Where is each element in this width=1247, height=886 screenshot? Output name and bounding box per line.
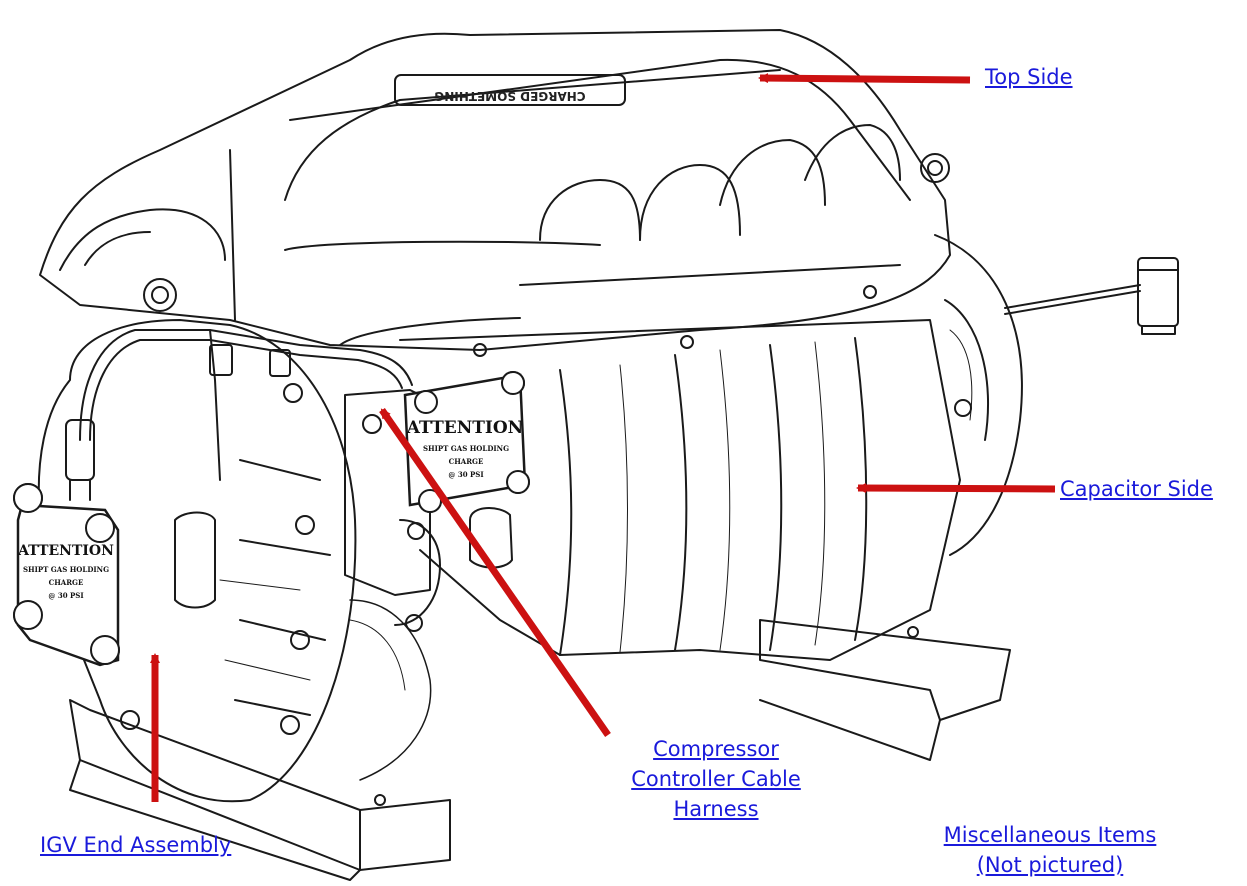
controller-cable-harness — [65, 329, 413, 501]
arrow-harness — [379, 408, 611, 737]
miscellaneous-items-link[interactable]: Miscellaneous Items (Not pictured) — [930, 820, 1170, 880]
igv-plate-line: CHARGE — [49, 578, 84, 587]
mounting-rail-rear — [759, 619, 1011, 761]
compressor-line-art — [13, 29, 1179, 881]
capacitor-housing — [399, 319, 961, 661]
front-plate-line: CHARGE — [449, 457, 484, 466]
lifting-eye-left — [143, 278, 177, 312]
misc-link-line: Miscellaneous Items — [943, 823, 1157, 847]
callout-arrows — [150, 73, 1056, 802]
top-cover — [39, 29, 951, 351]
front-plate-title: ATTENTION — [406, 418, 523, 438]
arrow-capacitor-side — [856, 483, 1056, 494]
harness-link-line: Controller Cable — [631, 767, 801, 791]
compressor-controller-cable-harness-link[interactable]: Compressor Controller Cable Harness — [616, 734, 816, 824]
harness-link-line: Compressor — [653, 737, 779, 761]
front-mounting-plate — [344, 389, 513, 632]
igv-plate-line: SHIPT GAS HOLDING — [23, 565, 109, 574]
lifting-eye-right — [920, 153, 950, 183]
capacitor-cable — [1004, 257, 1179, 335]
front-plate-line: SHIPT GAS HOLDING — [423, 444, 509, 453]
capacitor-side-link[interactable]: Capacitor Side — [1060, 477, 1213, 501]
top-cover-engraving: CHARGED SOMETHING — [434, 89, 585, 103]
front-plate-line: @ 30 PSI — [448, 470, 483, 479]
harness-link-line: Harness — [673, 797, 759, 821]
motor-end-right — [934, 234, 1023, 556]
misc-link-line: (Not pictured) — [976, 853, 1124, 877]
top-side-link[interactable]: Top Side — [985, 65, 1073, 89]
igv-plate-title: ATTENTION — [17, 543, 114, 559]
arrow-top-side — [758, 73, 971, 84]
front-attention-plate: ATTENTION SHIPT GAS HOLDING CHARGE @ 30 … — [403, 371, 530, 513]
igv-plate-line: @ 30 PSI — [48, 591, 83, 600]
igv-attention-plate: ATTENTION SHIPT GAS HOLDING CHARGE @ 30 … — [13, 483, 120, 667]
igv-end-assembly-link[interactable]: IGV End Assembly — [40, 833, 232, 857]
